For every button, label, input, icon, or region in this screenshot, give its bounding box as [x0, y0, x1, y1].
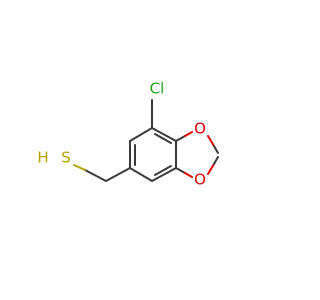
- bond-c-o-bottom: [175, 167, 186, 174]
- ring-double-bond-inner-2: [154, 165, 172, 176]
- bond-c-o-top-colored: [184, 131, 193, 137]
- bond-ch2-s-colored: [73, 164, 86, 171]
- bond-c-o-bottom-colored: [184, 172, 193, 178]
- atom-label-sulfur: S: [61, 149, 71, 167]
- bond-o-top-ch2-dark: [213, 145, 219, 154]
- bond-o-top-ch2: [207, 135, 215, 147]
- bond-o-bottom-ch2: [207, 163, 215, 175]
- atom-label-hydrogen: H: [37, 149, 48, 167]
- atom-label-oxygen-bottom: O: [194, 171, 206, 189]
- ring-bond-c1-c2: [129, 127, 153, 142]
- atom-label-chlorine: Cl: [150, 80, 165, 98]
- bond-o-bottom-ch2-dark: [213, 156, 219, 165]
- bond-ring-ch2: [105, 167, 131, 182]
- ring-bond-c3-c4: [129, 167, 153, 182]
- ring-bond-c6-c1: [151, 127, 177, 142]
- atom-label-oxygen-top: O: [194, 120, 206, 138]
- ring-double-bond-inner-3: [154, 133, 172, 144]
- structure-diagram: Cl O O S H: [37, 80, 219, 189]
- molecule-canvas: Cl O O S H: [37, 79, 219, 189]
- bond-c-o-top: [175, 135, 186, 142]
- bond-ch2-s: [84, 169, 107, 182]
- substituent-bonds: [73, 99, 219, 182]
- ring-bond-c4-c5: [151, 167, 177, 182]
- benzene-ring: [129, 127, 177, 182]
